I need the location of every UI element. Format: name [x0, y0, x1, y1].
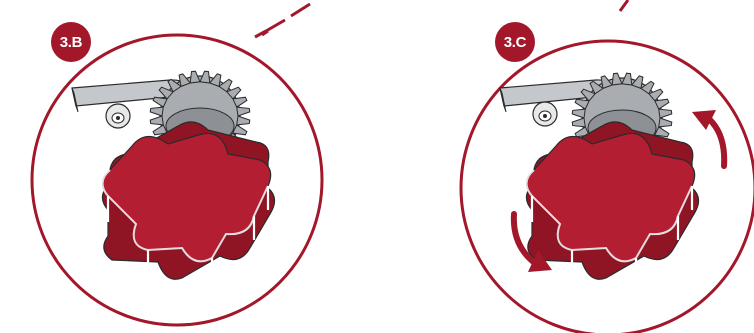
leader-line	[262, 4, 310, 35]
step-badge: 3.C	[495, 22, 535, 62]
leader-line	[620, 0, 628, 11]
step-badge: 3.B	[51, 22, 91, 62]
panel-step-3b: 3.B	[32, 4, 322, 325]
step-badge-label: 3.C	[504, 34, 527, 51]
screw-icon	[106, 104, 130, 128]
screw-icon	[533, 102, 557, 126]
panel-step-3c: 3.C	[461, 0, 754, 333]
step-badge-label: 3.B	[60, 34, 83, 51]
